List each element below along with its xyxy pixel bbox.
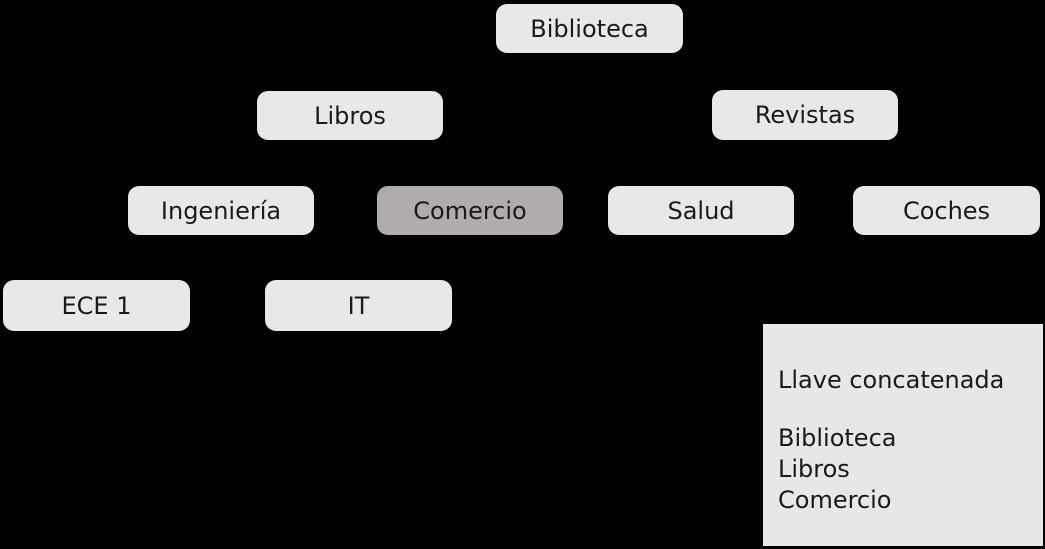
node-libros-label: Libros [314,101,386,130]
connector-revistas-salud [699,139,806,187]
connector-libros-comercio [349,139,471,187]
node-comercio-highlighted: Comercio [377,186,563,235]
node-revistas: Revistas [712,90,898,140]
legend-panel: Llave concatenada Biblioteca Libros Come… [763,324,1043,546]
node-ingenieria: Ingeniería [128,186,314,235]
connector-ingenieria-ece1 [95,234,221,281]
legend-item-libros: Libros [778,455,850,483]
legend-item-biblioteca: Biblioteca [778,424,897,452]
node-libros: Libros [257,91,443,140]
legend-item-comercio: Comercio [778,486,892,514]
node-biblioteca: Biblioteca [496,4,683,53]
node-coches: Coches [853,186,1040,235]
node-it: IT [265,280,452,331]
connector-biblioteca-revistas [588,52,806,91]
node-salud: Salud [608,186,794,235]
connector-libros-ingenieria [219,139,351,187]
connector-biblioteca-libros [349,52,590,92]
node-revistas-label: Revistas [754,101,856,129]
node-coches-label: Coches [902,196,991,225]
node-ece1-label: ECE 1 [61,291,132,320]
node-biblioteca-label: Biblioteca [530,14,649,43]
node-it-label: IT [347,291,370,320]
connector-ingenieria-it [219,234,359,281]
node-comercio-label: Comercio [413,196,527,225]
node-ece1: ECE 1 [3,280,190,331]
connector-revistas-coches [804,139,947,187]
node-salud-label: Salud [667,196,735,225]
legend-title: Llave concatenada [778,366,1005,394]
node-ingenieria-label: Ingeniería [160,196,282,225]
